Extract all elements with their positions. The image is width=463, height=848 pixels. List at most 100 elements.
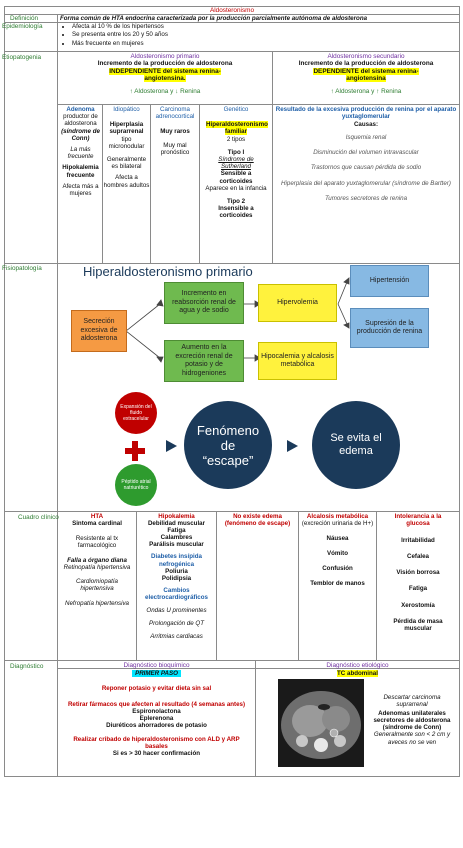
causa-item: Hiperplasia del aparato yuxtaglomerular … (281, 179, 451, 187)
secundario-title: Aldosteronismo secundario (327, 53, 405, 60)
connector (125, 303, 161, 332)
genetico-l1: Hiperaldosteronismo familiar (206, 121, 268, 136)
list-item: Afecta al 10 % de los hipertensos (72, 23, 452, 31)
hta-l3: Falla a órgano diana (67, 557, 127, 565)
cuadro-col-divider (136, 511, 137, 660)
page-title: Aldosteronismo (209, 7, 255, 14)
primario-line3: ↑ Aldosterona y ↓ Renina (129, 87, 201, 95)
diag-eti-title: Diagnóstico etiológico (326, 662, 389, 669)
diag-tc-wrap: TC abdominal (256, 670, 459, 677)
box-hipervolemia: Hipervolemia (258, 284, 337, 322)
arrowhead (343, 322, 350, 329)
ct-organ (292, 705, 328, 737)
ct-vertebra (314, 738, 328, 752)
etiopatogenia-label: Etiopatogenia (2, 54, 42, 61)
col-carcinoma: Carcinoma adrenocortical Muy raros Muy m… (151, 106, 199, 156)
epidemiologia-label: Epidemiología (2, 23, 43, 30)
circle-evita: Se evita el edema (312, 401, 400, 489)
connector (337, 281, 348, 305)
arrowhead (254, 300, 261, 308)
box-secrecion: Secreción excesiva de aldosterona (71, 310, 127, 352)
causa-item: Tumores secretores de renina (324, 195, 408, 203)
secundario-line1: Incremento de la producción de aldostero… (298, 60, 434, 68)
col-hta: HTA Sintoma cardinal Resistente al tx fa… (58, 513, 136, 608)
bio-l4: Eplerenona (139, 715, 174, 723)
secundario-causas: Resultado de la excesiva producción de r… (274, 106, 458, 202)
row-divider (4, 22, 460, 23)
causas-label: Causas: (353, 120, 379, 128)
diagram-title: Hiperaldosteronismo primario (83, 264, 253, 279)
hipo-l3: Calambres (160, 534, 193, 542)
ct-kidney (296, 735, 308, 747)
diag-divider (255, 660, 256, 776)
idiopatico-l3: Generalmente es bilateral (106, 156, 147, 171)
genetico-l4: Síndrome de Sutherland (218, 156, 254, 171)
cuadro-label: Cuadro clínico (18, 514, 59, 521)
diag-bio-title: Diagnóstico bioquímico (123, 662, 190, 669)
causa-item: Disminución del volumen intravascular (313, 149, 419, 157)
ct-kidney (334, 735, 346, 747)
hipo-head: Hipokalemia (158, 513, 195, 520)
bio-l5: Diuréticos ahorradores de potasio (106, 722, 207, 730)
row-divider (4, 14, 460, 15)
adenoma-l3: La más frecuente (67, 146, 94, 161)
genetico-l6: Aparece en la infancia (205, 184, 267, 192)
arrowhead (254, 354, 261, 362)
primario-header: Aldosteronismo primario Incremento de la… (58, 53, 272, 95)
genetico-l8: Insensible a corticoides (218, 205, 254, 220)
bio-l1: Reponer potasio y evitar dieta sin sal (101, 685, 212, 693)
causa-item: Trastornos que causan pérdida de sodio (310, 164, 422, 172)
col-intolerancia: Intolerancia a la glucosa Irritabilidad … (377, 513, 459, 633)
box-reabsorcion: Incremento en reabsorción renal de agua … (164, 282, 244, 324)
diagnostico-label: Diagnóstico (10, 663, 44, 670)
box-excrecion: Aumento en la excreción renal de potasio… (164, 340, 244, 382)
primario-title: Aldosteronismo primario (130, 53, 200, 60)
into-l6: Pérdida de masa muscular (393, 618, 443, 633)
secundario-resultado: Resultado de la excesiva producción de r… (275, 106, 457, 121)
diag-eti-text: Descartar carcinoma suprarrenal Adenomas… (366, 694, 458, 746)
diag-tc: TC abdominal (337, 670, 378, 677)
carcinoma-l2: Muy mal pronóstico (160, 141, 190, 156)
alc-l3: Vómito (327, 549, 348, 557)
edema-l1: (fenómeno de escape) (224, 520, 291, 528)
into-l5: Xerostomía (401, 601, 435, 609)
circle-expansion: Expansión del fluido extracelular (115, 392, 157, 434)
eti-l3: Generalmente son < 2 cm y aveces no se v… (373, 731, 451, 746)
into-l2: Cefalea (406, 552, 429, 560)
box-hipertension: Hipertensión (350, 265, 429, 297)
hipo-l6: Poliuria (165, 567, 188, 575)
genetico-l7: Tipo 2 (226, 198, 246, 206)
bio-l3: Espironolactona (132, 707, 181, 715)
into-head: Intolerancia a la glucosa (394, 513, 442, 528)
carcinoma-l1: Muy raros (160, 128, 190, 136)
definicion-label: Definición (10, 15, 39, 22)
col-hipokalemia: Hipokalemia Debilidad muscular Fatiga Ca… (137, 513, 216, 640)
secundario-line3: ↑ Aldosterona y ↑ Renina (330, 87, 402, 95)
connector (125, 330, 161, 359)
bio-l6: Realizar cribado de hiperaldosteronismo … (73, 735, 240, 751)
secundario-line2-wrap: DEPENDIENTE del sistema renina-angiotens… (273, 67, 459, 83)
into-l1: Irritabilidad (401, 536, 435, 544)
etio-col-divider (150, 104, 151, 263)
table-bottom-border (4, 776, 460, 777)
fisiopatologia-label: Fisiopatología (2, 265, 42, 272)
edema-head: No existe edema (233, 513, 282, 520)
box-supresion: Supresión de la producción de renina (350, 308, 429, 348)
eti-l1: Descartar carcinoma suprarrenal (383, 694, 441, 709)
etio-col-divider (199, 104, 200, 263)
hta-l4: Retinopatía hipertensiva (63, 564, 131, 572)
genetico-head: Genético (223, 106, 249, 113)
circle-fenomeno: Fenómeno de “escape” (184, 401, 272, 489)
row-divider (4, 660, 460, 661)
col-alcalosis: Alcalosis metabólica (excreción urinaria… (299, 513, 376, 588)
hipo-l2: Fatiga (167, 527, 186, 535)
cuadro-col-divider (376, 511, 377, 660)
hipo-l9: Ondas U prominentes (146, 607, 207, 615)
row-divider (4, 51, 460, 52)
hipo-l7: Polidipsia (161, 574, 192, 582)
ct-scan-image (278, 679, 364, 767)
into-l3: Visión borrosa (396, 569, 440, 577)
idiopatico-l4: Afecta a hombres adultos (103, 174, 150, 189)
hta-l1: Sintoma cardinal (72, 520, 122, 528)
primer-paso-wrap: PRIMER PASO (58, 670, 255, 677)
